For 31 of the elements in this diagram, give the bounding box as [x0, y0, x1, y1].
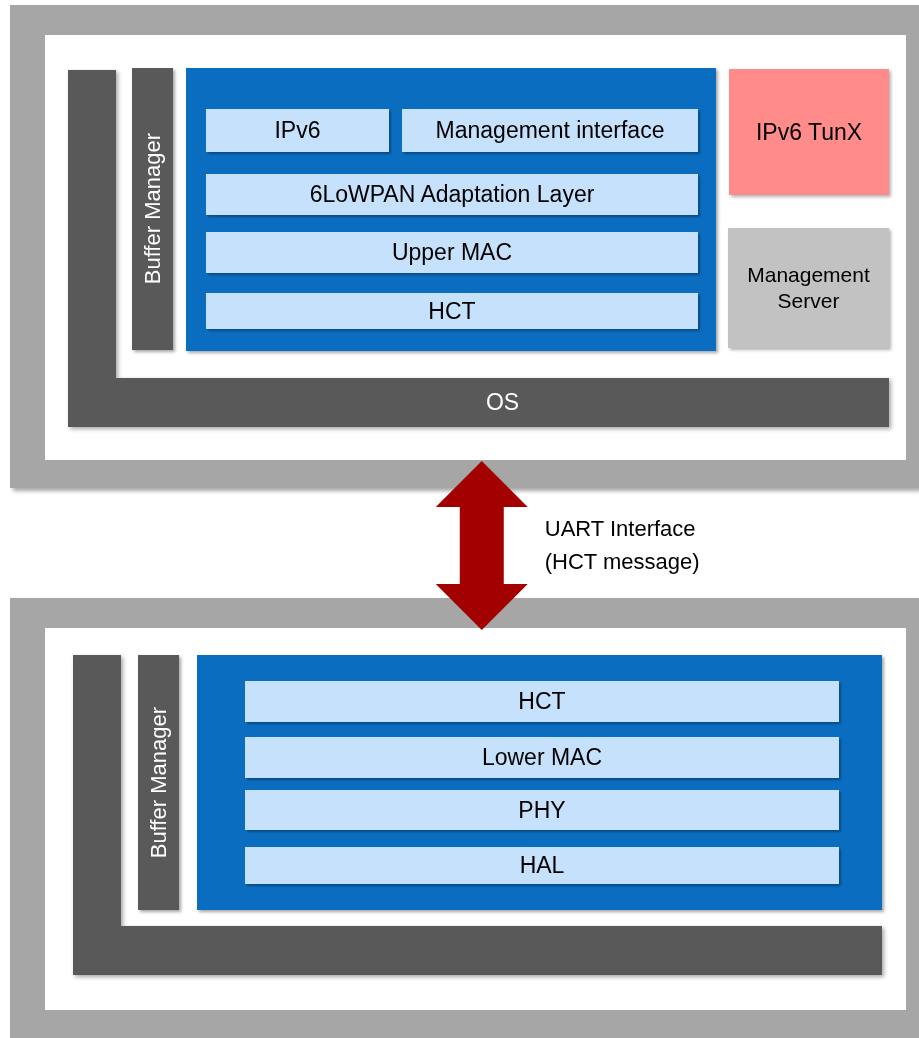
layer-box	[245, 790, 839, 830]
layer-label: 6LoWPAN Adaptation Layer	[309, 180, 595, 209]
protocol-stack-panel	[186, 68, 716, 351]
system-panel	[10, 598, 919, 1038]
layer-label: Management Server	[746, 261, 871, 314]
protocol-stack-panel	[197, 655, 882, 910]
layer-label: Management interface	[435, 116, 665, 145]
layer-box	[245, 847, 839, 884]
layer-label: PHY	[518, 795, 566, 825]
system-panel	[10, 5, 919, 488]
layer-label: Lower MAC	[481, 743, 603, 772]
buffer-manager-bar	[138, 655, 179, 910]
buffer-manager-bar	[132, 68, 173, 350]
layer-label: Buffer Manager	[139, 133, 166, 285]
server-box	[728, 228, 889, 348]
layer-box	[245, 681, 839, 722]
layer-label: HCT	[518, 687, 566, 716]
layer-label: HAL	[519, 851, 565, 880]
layer-label: HCT	[428, 296, 476, 326]
layer-box	[206, 174, 698, 215]
layer-label: OS	[485, 388, 520, 417]
layer-box	[206, 232, 698, 273]
layer-box	[206, 293, 698, 329]
layer-label: IPv6 TunX	[755, 117, 863, 147]
layer-box	[402, 109, 698, 152]
layer-box	[245, 737, 839, 778]
layer-box	[206, 109, 389, 152]
layer-label: Upper MAC	[391, 238, 513, 267]
layer-label: IPv6	[274, 116, 321, 145]
layer-label: Buffer Manager	[145, 706, 172, 859]
tunnel-box	[729, 69, 889, 195]
